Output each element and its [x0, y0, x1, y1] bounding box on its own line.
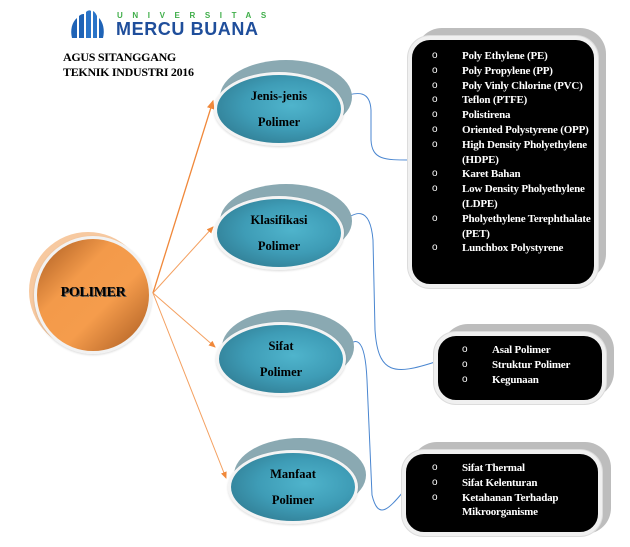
list-item: o Poly Propylene (PP) — [432, 64, 594, 79]
list-item: o Asal Polimer — [462, 343, 602, 358]
node-manfaat-polimer: Manfaat Polimer — [228, 450, 358, 524]
circle-bullet-icon: o — [432, 462, 438, 473]
mercu-buana-logo-icon — [70, 8, 106, 40]
list-item: o Sifat Thermal — [432, 461, 598, 476]
list-item: o Karet Bahan — [432, 167, 594, 182]
list-item-text: Poly Ethylene (PE) — [462, 50, 548, 62]
node-label-line2: Polimer — [257, 115, 301, 129]
list-item-text: Poly Vinly Chlorine (PVC) — [462, 79, 583, 92]
list-item-text: High Density Pholyethylene (HDPE) — [462, 138, 587, 166]
circle-bullet-icon: o — [432, 168, 438, 180]
arrow-to-sifat — [152, 292, 216, 348]
node-label-line2: Polimer — [257, 239, 301, 253]
list-item: o Poly Ethylene (PE) — [432, 49, 594, 64]
node-label-line1: Klasifikasi — [250, 213, 308, 227]
arrow-to-klasifikasi — [152, 226, 214, 294]
list-item-text: Karet Bahan — [462, 168, 521, 181]
list-item: o Ketahanan Terhadap Mikroorganisme — [432, 491, 598, 521]
circle-bullet-icon: o — [462, 373, 468, 385]
circle-bullet-icon: o — [462, 344, 468, 355]
list-item-text: Sifat Thermal — [462, 462, 525, 474]
list-item-text: Teflon (PTFE) — [462, 94, 528, 107]
list-item-text: Struktur Polimer — [492, 358, 571, 371]
list-item-text: Kegunaan — [492, 373, 539, 386]
circle-bullet-icon: o — [432, 476, 438, 488]
node-sifat-polimer: Sifat Polimer — [216, 322, 346, 396]
node-jenis-jenis-polimer: Jenis-jenis Polimer — [214, 72, 344, 146]
list-item-text: Pholyethylene Terephthalate (PET) — [462, 212, 591, 240]
author-name: AGUS SITANGGANG — [63, 50, 176, 64]
circle-bullet-icon: o — [432, 491, 438, 503]
circle-bullet-icon: o — [432, 183, 438, 195]
node-label-line2: Polimer — [259, 365, 303, 379]
list-item-text: Ketahanan Terhadap Mikroorganisme — [462, 491, 559, 519]
node-label-line1: Manfaat — [270, 467, 316, 481]
circle-bullet-icon: o — [432, 50, 438, 61]
circle-bullet-icon: o — [432, 138, 438, 150]
list-item: o High Density Pholyethylene (HDPE) — [432, 138, 594, 168]
list-item-text: Oriented Polystyrene (OPP) — [462, 123, 589, 136]
node-label-line1: Sifat — [268, 339, 294, 353]
list-item-text: Asal Polimer — [492, 344, 551, 356]
circle-bullet-icon: o — [432, 109, 438, 121]
list-item: o Lunchbox Polystyrene — [432, 241, 594, 256]
author-department: TEKNIK INDUSTRI 2016 — [63, 65, 194, 79]
circle-bullet-icon: o — [432, 79, 438, 91]
circle-bullet-icon: o — [432, 123, 438, 135]
list-item: o Struktur Polimer — [462, 358, 602, 373]
circle-bullet-icon: o — [432, 64, 438, 76]
list-item-text: Low Density Pholyethylene (LDPE) — [462, 183, 585, 210]
arrow-to-manfaat — [152, 292, 227, 479]
node-label-line1: Jenis-jenis — [250, 89, 308, 103]
list-item: o Kegunaan — [462, 373, 602, 388]
list-item: o Teflon (PTFE) — [432, 93, 594, 108]
list-item-text: Poly Propylene (PP) — [462, 64, 553, 77]
list-item-text: Polistirena — [462, 109, 511, 122]
logo-university-label: UNIVERSITAS — [117, 11, 276, 20]
author-block: AGUS SITANGGANG TEKNIK INDUSTRI 2016 — [63, 50, 194, 80]
list-item: o Polistirena — [432, 108, 594, 123]
list-item-text: Lunchbox Polystyrene — [462, 242, 564, 255]
list-item: o Poly Vinly Chlorine (PVC) — [432, 79, 594, 94]
connector-klasifikasi-to-box — [338, 213, 436, 370]
list-item: o Oriented Polystyrene (OPP) — [432, 123, 594, 138]
connector-jenis-to-box — [338, 93, 411, 161]
circle-bullet-icon: o — [432, 242, 438, 254]
root-node-label: POLIMER — [60, 285, 126, 300]
circle-bullet-icon: o — [432, 94, 438, 106]
circle-bullet-icon: o — [432, 212, 438, 224]
list-item: o Sifat Kelenturan — [432, 476, 598, 491]
list-item: o Pholyethylene Terephthalate (PET) — [432, 212, 594, 242]
node-klasifikasi-polimer: Klasifikasi Polimer — [214, 196, 344, 270]
list-item-text: Sifat Kelenturan — [462, 476, 538, 489]
list-item: o Low Density Pholyethylene (LDPE) — [432, 182, 594, 212]
circle-bullet-icon: o — [462, 358, 468, 370]
arrow-to-jenis — [152, 99, 215, 294]
root-node-polimer: POLIMER — [34, 236, 152, 354]
logo-university-name: MERCU BUANA — [116, 19, 259, 39]
node-label-line2: Polimer — [271, 493, 315, 507]
